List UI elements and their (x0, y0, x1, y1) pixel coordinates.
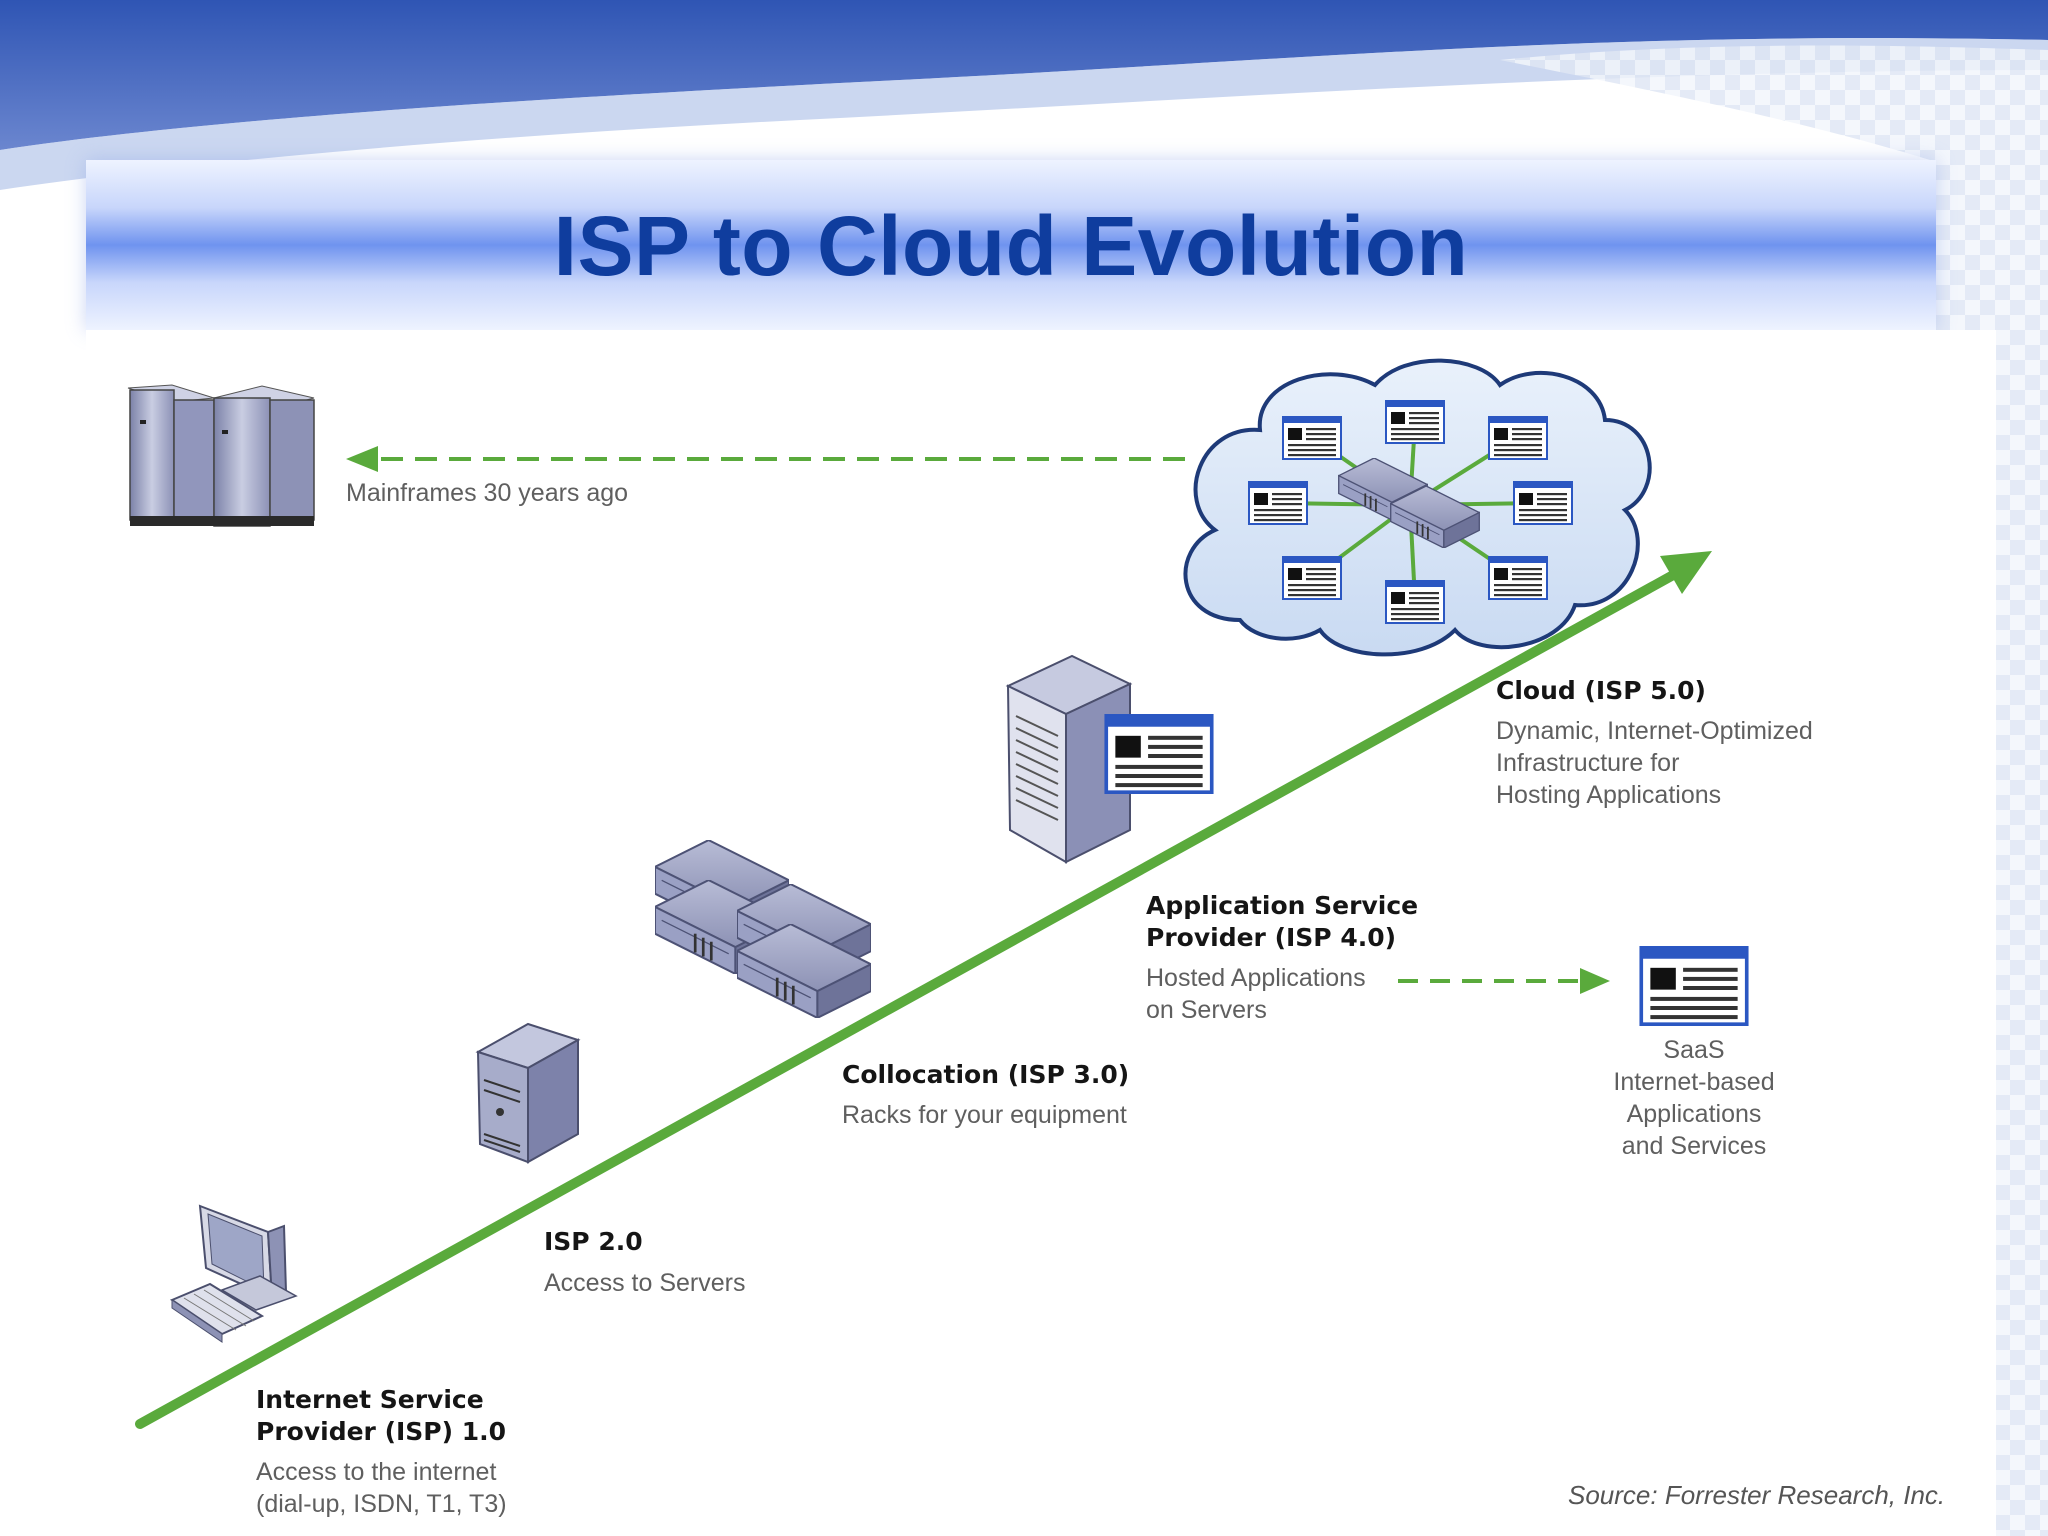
stage-isp-1-title: Internet Service Provider (ISP) 1.0 (256, 1385, 507, 1446)
stage-isp-5-description: Dynamic, Internet-Optimized Infrastructu… (1496, 717, 1813, 809)
mainframe-arrowhead (346, 446, 378, 472)
cloud-network-icon (1183, 358, 1652, 657)
source-citation: Source: Forrester Research, Inc. (1568, 1480, 1946, 1510)
stage-isp-4-title: Application Service Provider (ISP 4.0) (1146, 891, 1419, 952)
rack-servers-icon (655, 840, 871, 1018)
saas-label: SaaS Internet-based Applications and Ser… (1613, 1036, 1775, 1160)
stage-isp-1-description: Access to the internet (dial-up, ISDN, T… (256, 1458, 507, 1518)
stage-isp-2-title: ISP 2.0 (544, 1227, 643, 1256)
saas-application-window-icon (1639, 946, 1749, 1026)
stage-isp-2-description: Access to Servers (544, 1269, 746, 1297)
evolution-arrowhead (1660, 551, 1712, 594)
slide-title: ISP to Cloud Evolution (553, 199, 1469, 293)
saas-arrowhead (1580, 968, 1610, 994)
server-with-application-icon (1005, 654, 1214, 864)
mainframe-label: Mainframes 30 years ago (346, 479, 629, 507)
stage-isp-4-description: Hosted Applications on Servers (1146, 964, 1366, 1024)
stage-isp-3-title: Collocation (ISP 3.0) (842, 1060, 1130, 1089)
title-banner: ISP to Cloud Evolution (86, 160, 1936, 330)
stage-isp-3-description: Racks for your equipment (842, 1101, 1127, 1129)
evolution-arrow (135, 569, 1680, 1429)
mainframe-icon (127, 384, 315, 527)
tower-server-icon (475, 1022, 581, 1164)
diagram-panel (86, 330, 1996, 1536)
stage-isp-5-title: Cloud (ISP 5.0) (1496, 676, 1706, 705)
desktop-computer-icon (169, 1204, 298, 1343)
